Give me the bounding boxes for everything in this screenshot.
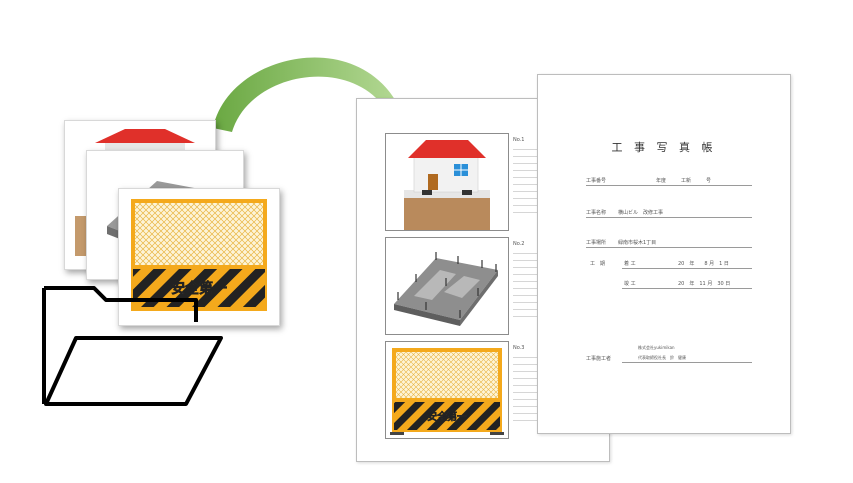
photo-frame-3: 安全第一	[385, 341, 509, 439]
period-label: 工 期	[590, 261, 606, 267]
field-value-name: 横山ビル 改修工事	[618, 210, 664, 216]
field-value-number: 年度 工新 号	[656, 178, 712, 184]
period-start-line	[622, 268, 752, 269]
field-line-name	[586, 217, 752, 218]
foundation-photo	[394, 252, 498, 326]
contractor-line	[622, 362, 752, 363]
field-label-place: 工事場所	[586, 240, 607, 246]
cover-page: 工 事 写 真 帳 工事番号 年度 工新 号 工事名称 横山ビル 改修工事 工事…	[537, 74, 791, 434]
field-label-number: 工事番号	[586, 178, 607, 184]
arrow-shape	[213, 57, 413, 132]
house-photo	[404, 140, 490, 230]
folder-icon	[42, 286, 223, 406]
contractor-rep: 代表取締役社長 鈴 健康	[638, 355, 686, 360]
contractor-label: 工事施工者	[586, 356, 612, 362]
page-no-2: No.2	[513, 241, 525, 247]
page-no-1: No.1	[513, 137, 525, 143]
photo-frame-1	[385, 133, 509, 231]
fence-sign-text-1: 安全第一	[171, 280, 227, 297]
photo-frame-2	[385, 237, 509, 335]
field-line-number	[586, 185, 752, 186]
period-start-value: 20 年 8 月 1 日	[678, 261, 729, 267]
period-start-label: 着 工	[624, 261, 636, 267]
photo-card-fence: 安全第一	[118, 188, 280, 326]
page-no-3: No.3	[513, 345, 525, 351]
fence-sign-text-2: 安全第一	[427, 410, 467, 423]
period-end-value: 20 年 11 月 30 日	[678, 281, 731, 287]
field-value-place: 緑南市桜木1丁目	[618, 240, 657, 246]
period-end-label: 竣 工	[624, 281, 636, 287]
fence-photo: 安全第一	[390, 348, 504, 435]
cover-title: 工 事 写 真 帳	[611, 141, 717, 154]
field-label-name: 工事名称	[586, 210, 607, 216]
field-line-place	[586, 247, 752, 248]
period-end-line	[622, 288, 752, 289]
contractor-company: 株式会社yukimikan	[638, 345, 675, 350]
fence-thumbnail: 安全第一	[131, 199, 267, 311]
